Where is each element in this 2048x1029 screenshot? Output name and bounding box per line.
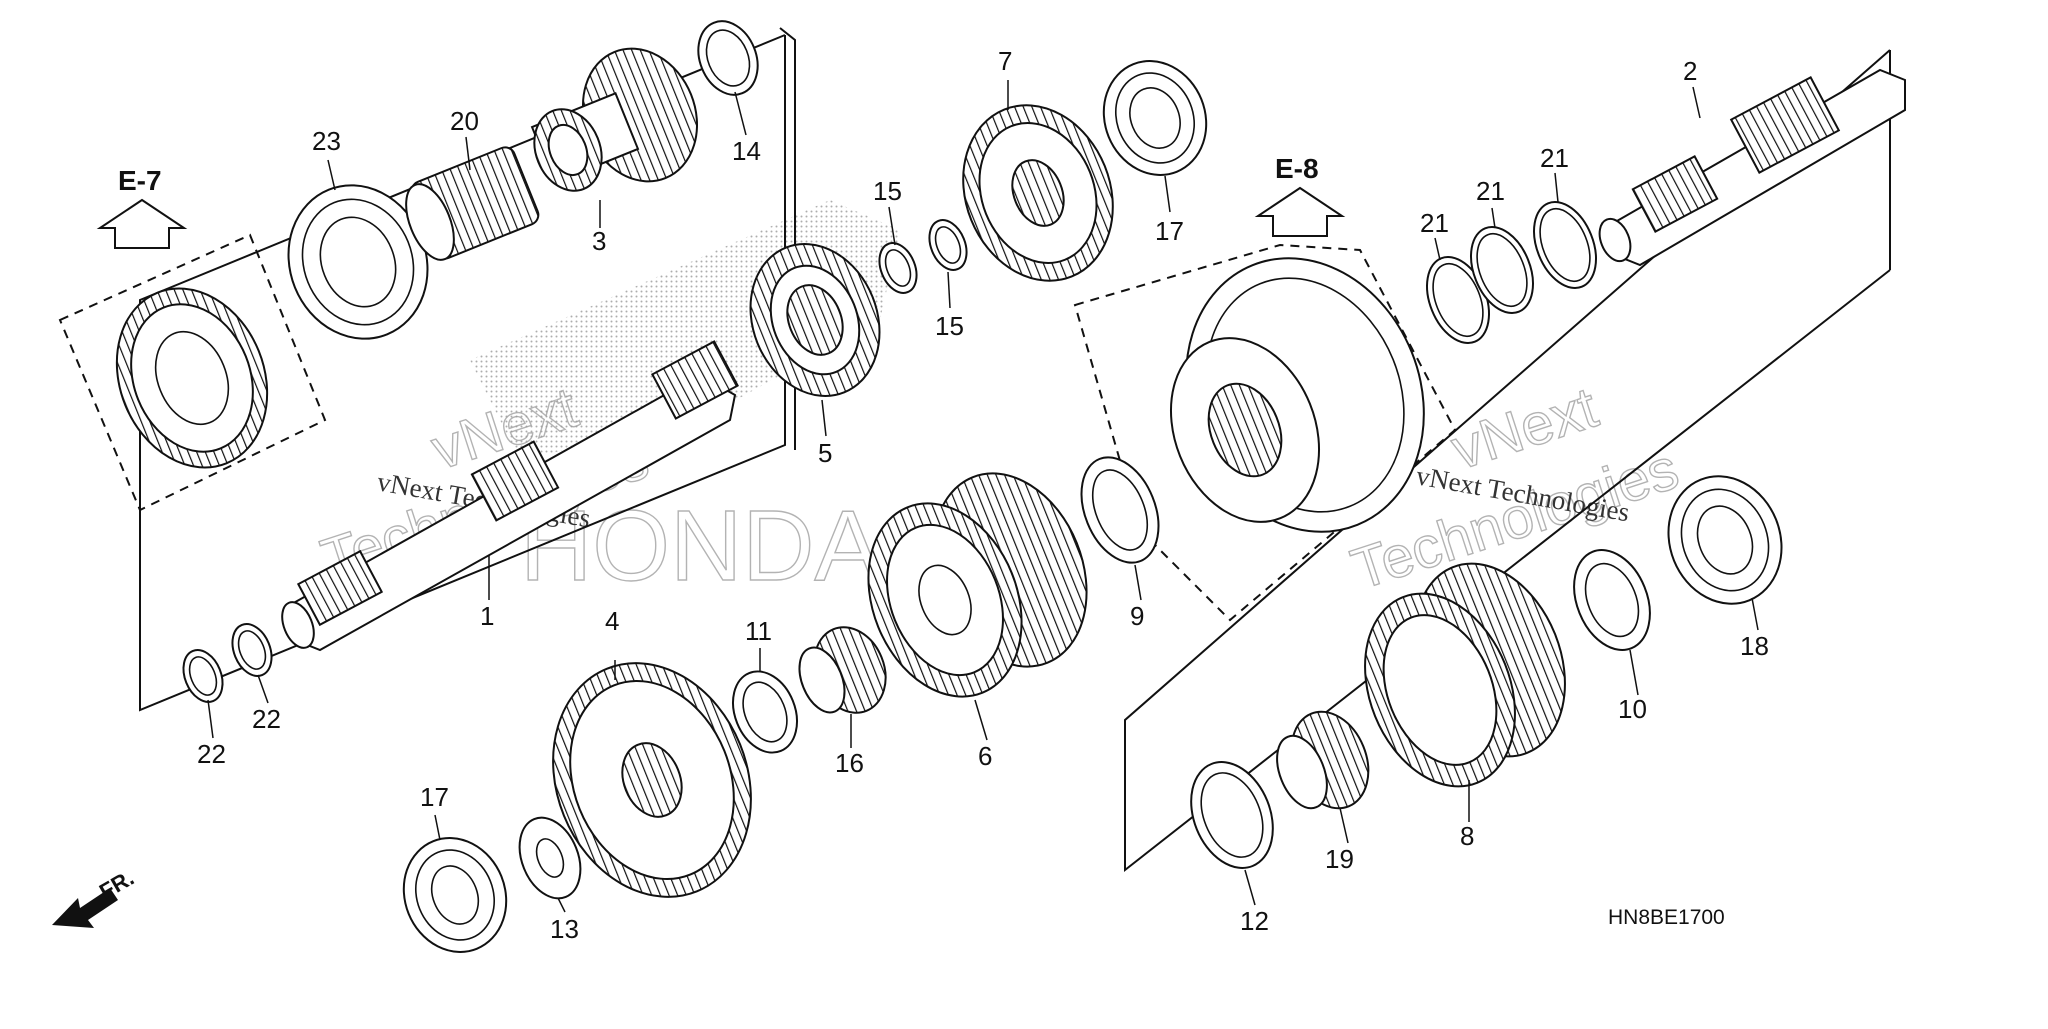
part-21-circlip-b[interactable] bbox=[1459, 218, 1545, 322]
front-direction-indicator: FR. bbox=[52, 865, 138, 928]
part-12-washer[interactable] bbox=[1176, 750, 1288, 880]
label-part-15-bottom: 15 bbox=[935, 311, 964, 341]
part-22-circlip-a[interactable] bbox=[176, 644, 230, 708]
label-part-16: 16 bbox=[835, 748, 864, 778]
up-arrow-icon bbox=[1254, 186, 1346, 237]
part-6-gear[interactable] bbox=[841, 450, 1114, 719]
label-part-2: 2 bbox=[1683, 56, 1697, 86]
part-15-circlip-a[interactable] bbox=[872, 238, 923, 299]
up-arrow-icon bbox=[96, 198, 188, 249]
part-5-gear[interactable] bbox=[728, 224, 901, 415]
part-19-needle-bearing[interactable] bbox=[1267, 700, 1382, 820]
part-16-needle-bearing[interactable] bbox=[791, 616, 898, 723]
label-part-19: 19 bbox=[1325, 844, 1354, 874]
label-part-12: 12 bbox=[1240, 906, 1269, 936]
part-3-gear[interactable] bbox=[523, 31, 717, 201]
e8-label: E-8 bbox=[1275, 153, 1319, 184]
part-2-output-shaft[interactable] bbox=[1594, 68, 1906, 267]
label-part-17-top: 17 bbox=[1155, 216, 1184, 246]
part-e7-gear[interactable] bbox=[91, 266, 293, 491]
part-11-washer[interactable] bbox=[721, 662, 808, 762]
label-part-22-a: 22 bbox=[197, 739, 226, 769]
label-part-17-bottom: 17 bbox=[420, 782, 449, 812]
drawing-code: HN8BE1700 bbox=[1608, 906, 1725, 929]
label-part-22-b: 22 bbox=[252, 704, 281, 734]
e7-label: E-7 bbox=[118, 165, 162, 196]
part-17-bearing-bottom[interactable] bbox=[387, 822, 523, 967]
part-13-washer[interactable] bbox=[508, 809, 591, 908]
label-part-21-a: 21 bbox=[1420, 208, 1449, 238]
part-21-circlip-c[interactable] bbox=[1522, 193, 1608, 297]
label-part-18: 18 bbox=[1740, 631, 1769, 661]
label-part-10: 10 bbox=[1618, 694, 1647, 724]
part-20-needle-bearing[interactable] bbox=[396, 144, 541, 266]
label-part-21-c: 21 bbox=[1540, 143, 1569, 173]
e8-reference[interactable]: E-8 bbox=[1254, 153, 1346, 237]
label-part-5: 5 bbox=[818, 438, 832, 468]
leader-lines bbox=[207, 80, 1759, 913]
e7-dashed-group bbox=[58, 233, 327, 512]
e7-reference[interactable]: E-7 bbox=[96, 165, 188, 249]
label-part-13: 13 bbox=[550, 914, 579, 944]
part-17-bearing-top[interactable] bbox=[1087, 45, 1223, 190]
label-part-1: 1 bbox=[480, 601, 494, 631]
label-part-4: 4 bbox=[605, 606, 619, 636]
part-10-washer[interactable] bbox=[1560, 539, 1664, 662]
label-part-21-b: 21 bbox=[1476, 176, 1505, 206]
part-number-labels: 1 2 3 4 5 6 7 8 9 10 11 12 13 14 15 15 1… bbox=[197, 46, 1769, 944]
label-part-7: 7 bbox=[998, 46, 1012, 76]
part-21-circlip-a[interactable] bbox=[1415, 248, 1501, 352]
label-part-11: 11 bbox=[745, 616, 772, 646]
front-arrow-icon bbox=[52, 888, 118, 928]
part-18-bearing[interactable] bbox=[1650, 459, 1801, 621]
label-part-9: 9 bbox=[1130, 601, 1144, 631]
label-part-8: 8 bbox=[1460, 821, 1474, 851]
watermark-honda-logo-text: HONDA bbox=[520, 490, 881, 602]
part-8-gear[interactable] bbox=[1338, 541, 1593, 809]
part-15-circlip-b[interactable] bbox=[922, 215, 973, 276]
part-e8-clutch-drum[interactable] bbox=[1145, 222, 1465, 568]
part-9-thrust-washer[interactable] bbox=[1067, 446, 1173, 574]
part-4-gear[interactable] bbox=[519, 633, 785, 927]
part-7-gear[interactable] bbox=[938, 83, 1139, 304]
part-14-washer[interactable] bbox=[688, 12, 768, 103]
part-1-main-shaft[interactable] bbox=[276, 340, 739, 652]
part-23-bearing[interactable] bbox=[266, 164, 451, 360]
label-part-6: 6 bbox=[978, 741, 992, 771]
part-22-circlip-b[interactable] bbox=[225, 618, 279, 682]
label-part-3: 3 bbox=[592, 226, 606, 256]
label-part-15-top: 15 bbox=[873, 176, 902, 206]
label-part-23: 23 bbox=[312, 126, 341, 156]
label-part-14: 14 bbox=[732, 136, 761, 166]
right-group-frame bbox=[1124, 49, 1891, 873]
label-part-20: 20 bbox=[450, 106, 479, 136]
